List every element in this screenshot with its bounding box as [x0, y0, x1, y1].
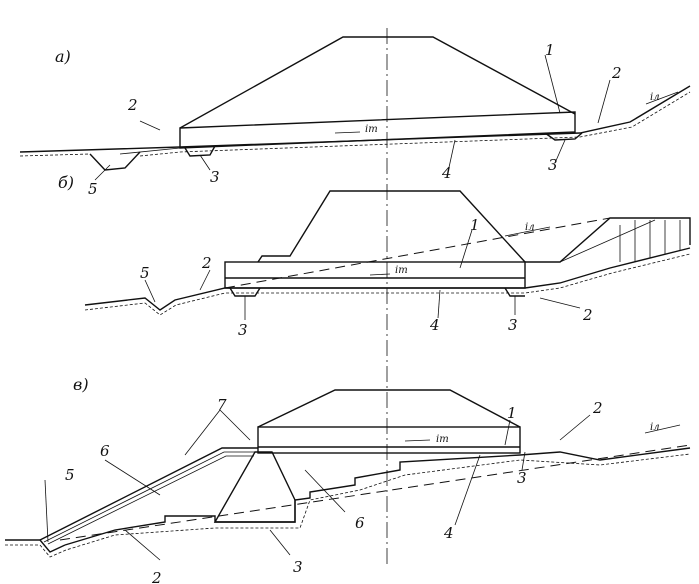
- panel-c: в) 1 2 2 3 3 4 5 6 6 7 iт iл: [5, 375, 691, 584]
- drawing-line: [219, 409, 251, 441]
- drawing-line: [544, 132, 583, 141]
- callout-label: 5: [140, 264, 150, 282]
- drawing-line: [447, 139, 456, 173]
- drawing-line: [369, 273, 391, 276]
- embankment-a: [179, 36, 576, 129]
- ground-b: [84, 247, 691, 311]
- slope-label: iл: [650, 422, 660, 433]
- drawing-line: [304, 469, 346, 513]
- drawing-line: [437, 289, 441, 319]
- callout-label: 7: [217, 396, 227, 414]
- drawing-line: [59, 444, 691, 541]
- drawing-line: [84, 253, 691, 316]
- drawing-line: [597, 79, 611, 124]
- callout-label: 6: [100, 442, 110, 460]
- drawing-line: [559, 219, 656, 263]
- callout-label: 3: [548, 156, 558, 174]
- drawing-line: [124, 529, 161, 561]
- drawing-line: [504, 226, 551, 237]
- drawing-line: [544, 54, 561, 114]
- drawing-line: [47, 455, 254, 545]
- drawing-line: [184, 409, 221, 456]
- drawing-line: [269, 529, 291, 556]
- callout-label: 2: [151, 569, 162, 584]
- drawing-line: [43, 451, 256, 543]
- drawing-line: [539, 297, 581, 309]
- drawing-line: [224, 217, 611, 289]
- slope-label: iл: [525, 222, 535, 233]
- slope-label: iл: [650, 92, 660, 103]
- callout-label: 2: [592, 399, 603, 417]
- callout-label: 1: [545, 41, 555, 59]
- callout-label: 1: [507, 404, 517, 422]
- drawing-line: [334, 131, 361, 134]
- line-group: [559, 219, 681, 263]
- culvert-pipe-c: [257, 426, 521, 454]
- drawing-line: [229, 287, 261, 297]
- drawing-line: [19, 153, 91, 157]
- culvert-pipe-a: [179, 111, 576, 149]
- callout-label: 1: [470, 216, 480, 234]
- callout-label: 3: [210, 168, 220, 186]
- drawing-line: [644, 424, 681, 434]
- embankment-c: [257, 389, 521, 428]
- drawing-line: [144, 279, 156, 303]
- callout-label: 5: [65, 466, 75, 484]
- drawing-line: [459, 229, 473, 269]
- drawing-line: [139, 120, 161, 131]
- drawing-line: [139, 91, 691, 157]
- drawing-line: [94, 164, 111, 181]
- ground-a: [19, 85, 691, 153]
- drawing-line: [104, 459, 161, 496]
- callout-label: 4: [441, 164, 452, 182]
- slope-label: iт: [365, 124, 378, 135]
- panel-b: б) 1 2 2 3 3 4 5 iт iл: [58, 173, 691, 339]
- callout-label: 3: [508, 316, 518, 334]
- ditch-c: [5, 539, 66, 553]
- drawing-line: [454, 454, 481, 526]
- callout-label: 2: [611, 64, 622, 82]
- drawing-line: [44, 479, 49, 543]
- drawing-line: [199, 154, 211, 171]
- callout-label: 4: [429, 316, 440, 334]
- callout-label: 4: [443, 524, 454, 542]
- drawing-line: [554, 139, 566, 164]
- drawing-line: [119, 147, 181, 155]
- panel-a-label: а): [55, 47, 71, 66]
- callout-label: б): [58, 173, 74, 192]
- callout-label: 3: [238, 321, 248, 339]
- callout-label: 2: [582, 306, 593, 324]
- slope-label: iт: [395, 265, 408, 276]
- drawing-line: [404, 439, 431, 442]
- ditch-a: [89, 151, 141, 171]
- callout-label: 5: [88, 180, 98, 198]
- drawing-line: [559, 414, 591, 441]
- embankment-b: [257, 190, 526, 263]
- drawing-line: [504, 287, 525, 297]
- callout-label: 3: [517, 469, 527, 487]
- callout-label: 6: [355, 514, 365, 532]
- drawing-line: [504, 419, 511, 446]
- ground-c: [64, 447, 691, 546]
- fill-slope-c: [39, 447, 258, 541]
- panel-a: а) 1 2 2 3 3 4 5 iт iл: [19, 36, 691, 198]
- slope-label: iт: [436, 434, 449, 445]
- drawing-line: [199, 269, 211, 291]
- foundation-c: [213, 451, 296, 523]
- callout-label: 3: [293, 558, 303, 576]
- callout-label: 2: [201, 254, 212, 272]
- drawing-line: [645, 91, 679, 105]
- drawing-line: [5, 453, 691, 558]
- callout-label: в): [73, 375, 89, 394]
- callout-label: 2: [127, 96, 138, 114]
- drawing-line: [521, 451, 526, 471]
